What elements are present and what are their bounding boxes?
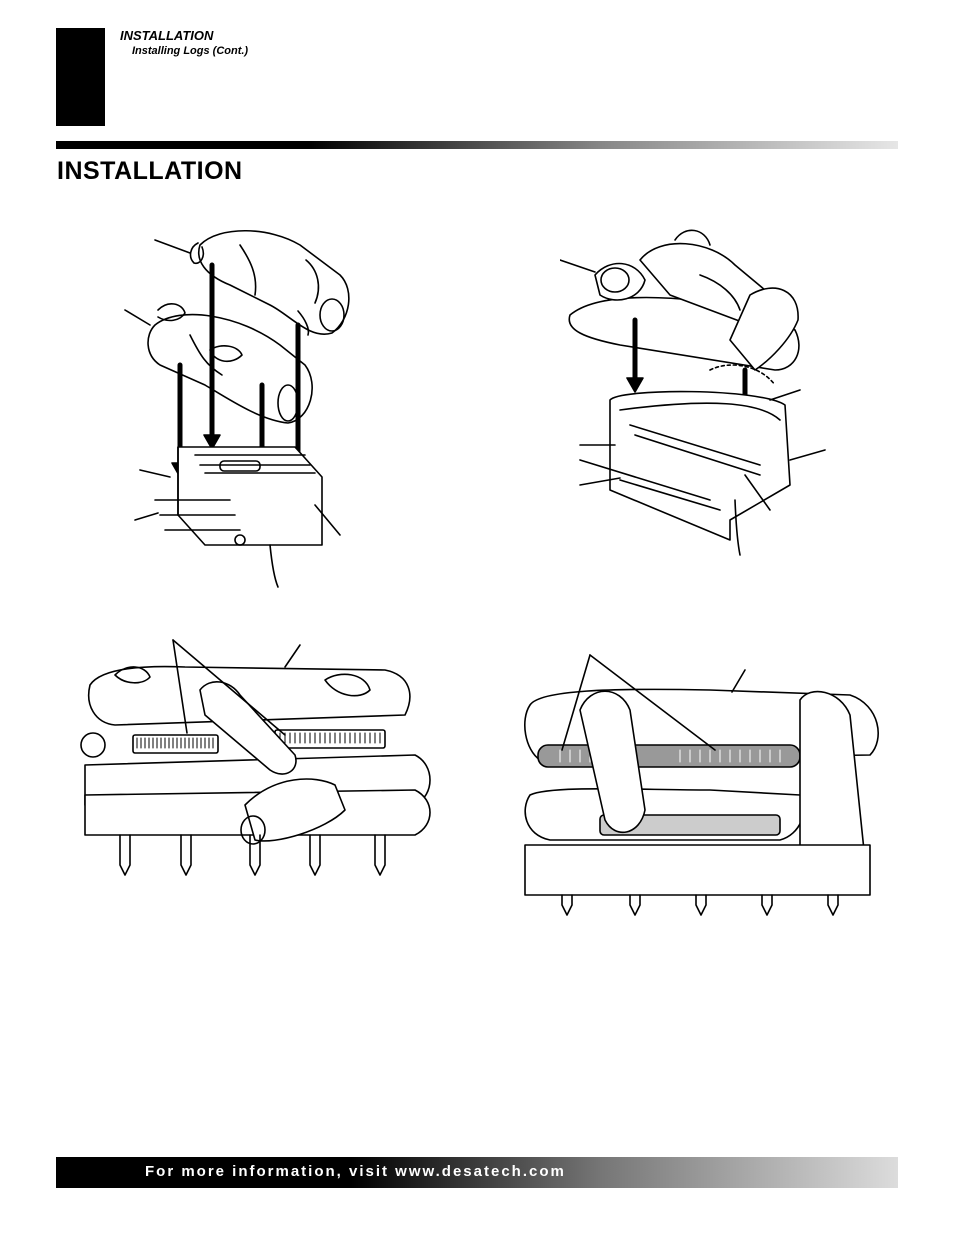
- figure-log-installation-left: [124, 230, 350, 588]
- header-subsection: Installing Logs (Cont.): [132, 45, 249, 57]
- figure-log-installation-right: [560, 229, 826, 556]
- header-rule: [56, 141, 898, 149]
- footer-website-text: For more information, visit www.desatech…: [145, 1163, 566, 1180]
- section-tab: [56, 28, 105, 126]
- header-section: INSTALLATION: [120, 28, 214, 43]
- figure-assembled-logs-right: [524, 654, 879, 916]
- figure-assembled-logs-left: [80, 639, 431, 876]
- footer-bar: [56, 1157, 898, 1188]
- page-title: INSTALLATION: [57, 157, 243, 185]
